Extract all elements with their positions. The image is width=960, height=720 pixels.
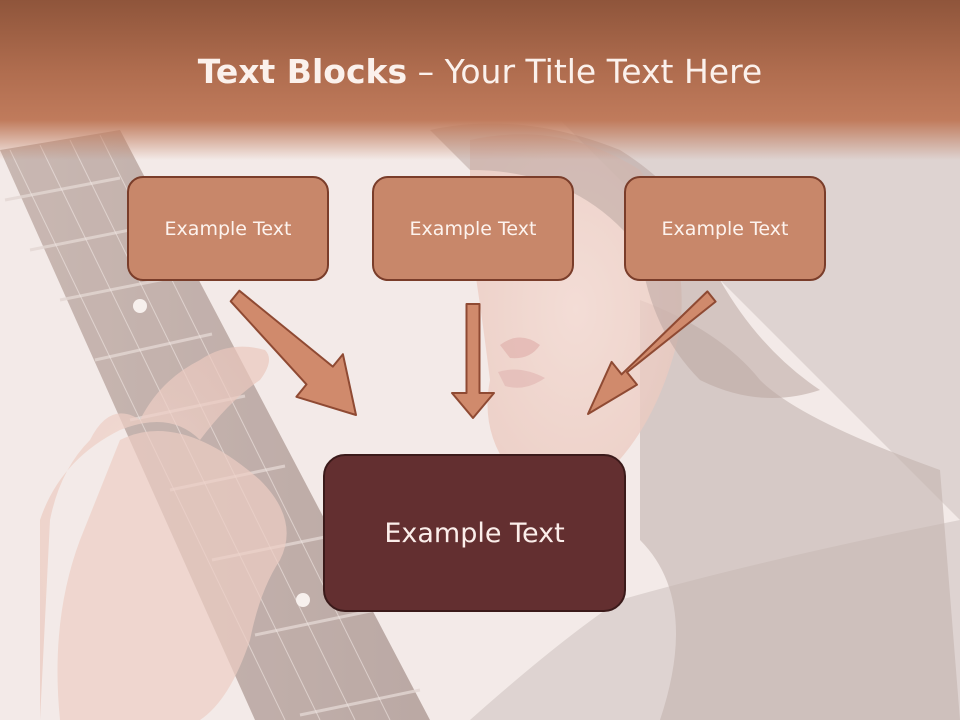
result-block-label: Example Text (384, 517, 565, 549)
title-banner (0, 0, 960, 160)
slide-title: Text Blocks – Your Title Text Here (0, 52, 960, 91)
text-block-2-label: Example Text (409, 217, 537, 240)
title-bold: Text Blocks (197, 52, 408, 91)
title-dash: – (407, 52, 445, 91)
text-block-2: Example Text (372, 176, 574, 281)
text-block-3-label: Example Text (661, 217, 789, 240)
arrow-middle (451, 303, 495, 419)
arrow-left (229, 289, 357, 416)
text-block-1-label: Example Text (164, 217, 292, 240)
result-block: Example Text (323, 454, 626, 612)
arrow-right (587, 290, 717, 415)
title-rest: Your Title Text Here (444, 52, 763, 91)
text-block-1: Example Text (127, 176, 329, 281)
text-block-3: Example Text (624, 176, 826, 281)
